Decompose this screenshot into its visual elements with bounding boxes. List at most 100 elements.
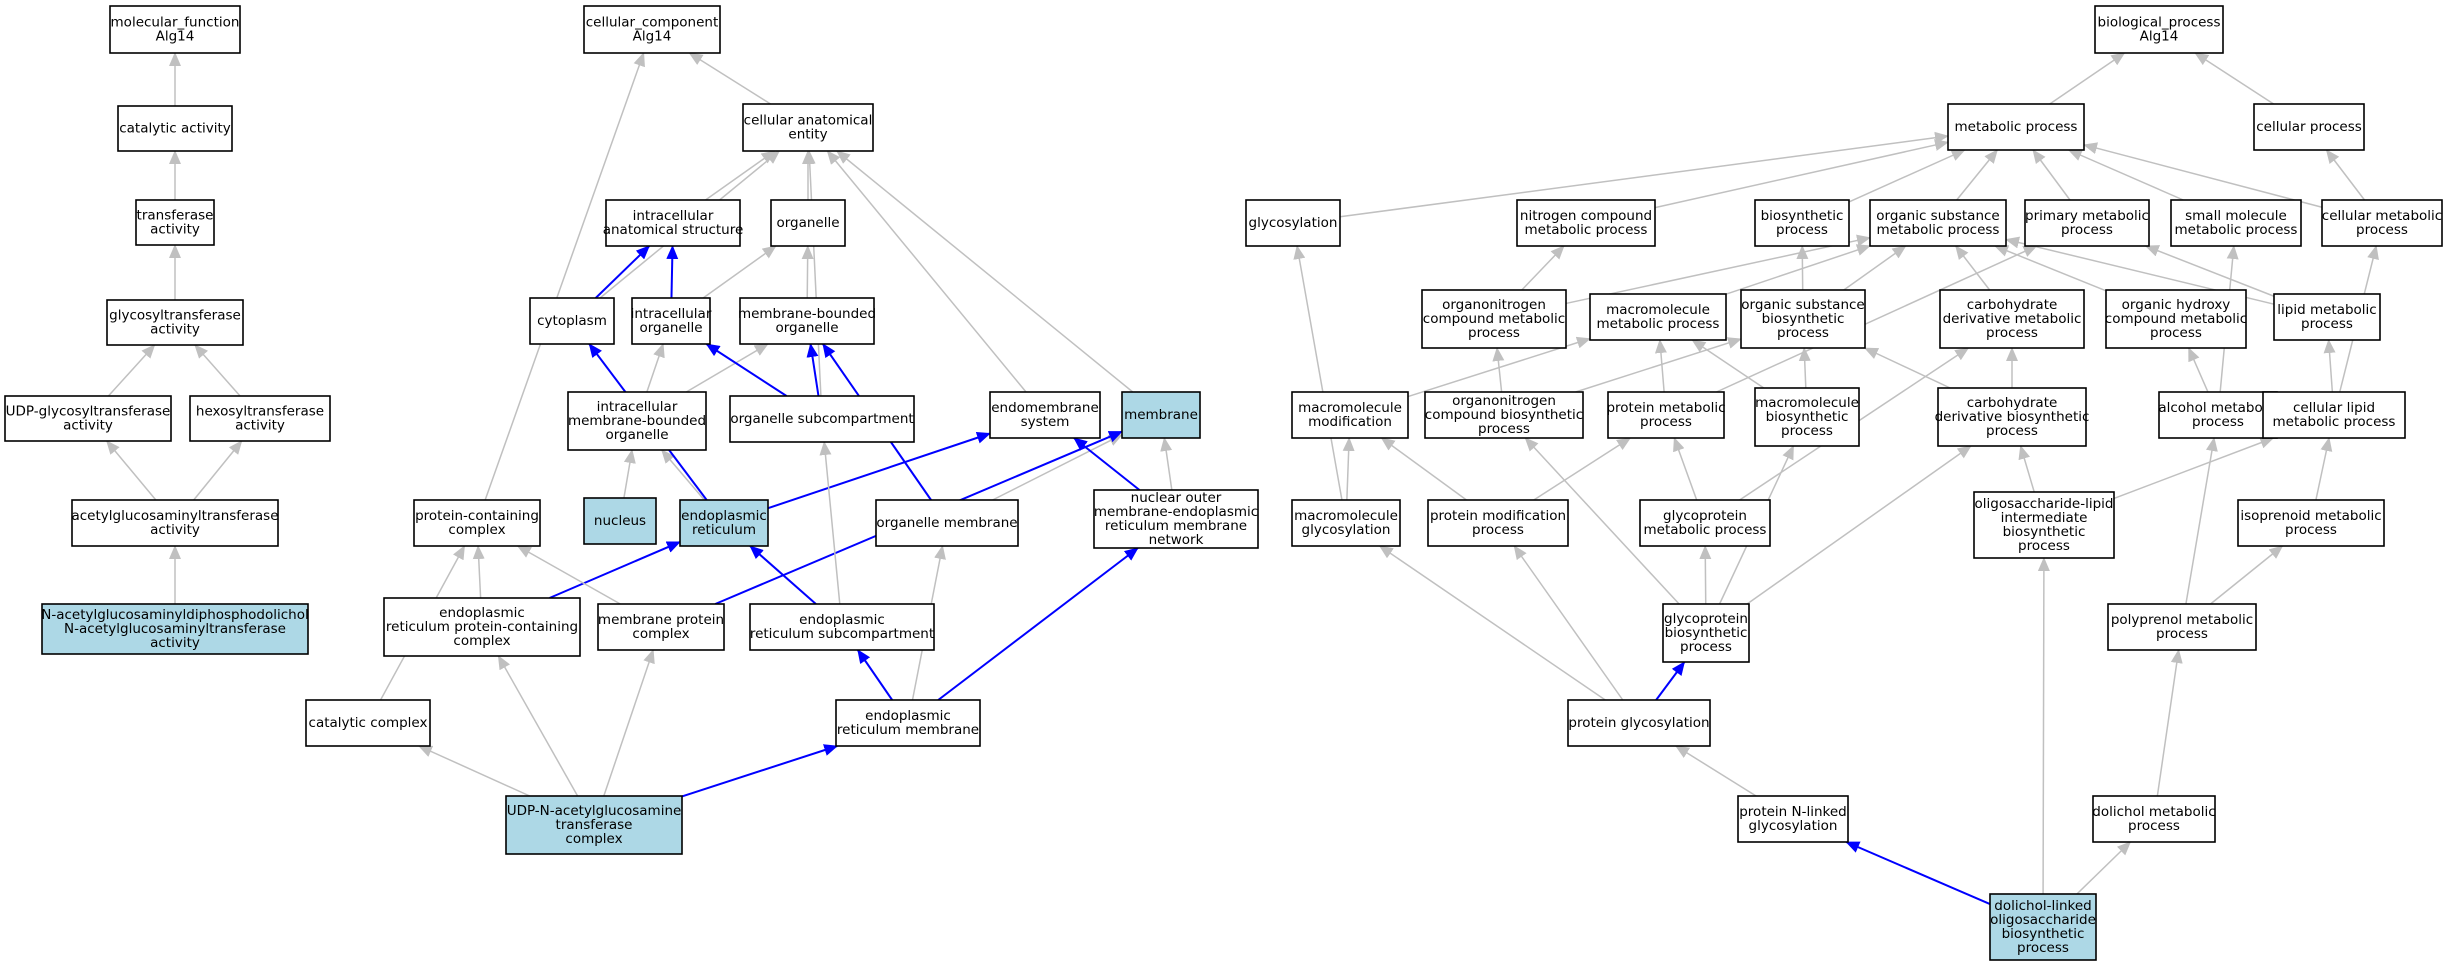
node-label: metabolic process	[1597, 316, 1720, 332]
node-label: glycosylation	[1302, 522, 1391, 538]
node-label: modification	[1308, 414, 1392, 430]
node-label: organelle	[639, 320, 702, 336]
node-box	[1291, 391, 1409, 439]
node-label: process	[1468, 325, 1520, 341]
node-box	[679, 499, 769, 547]
edge-gpmp-to-protmp	[1673, 437, 1698, 501]
node-box	[109, 5, 241, 54]
node-box	[2158, 391, 2278, 439]
node-label: metabolic process	[1644, 522, 1767, 538]
node-box	[1424, 391, 1584, 439]
node-box	[875, 499, 1019, 547]
node-pglyc: protein glycosylation	[1567, 699, 1711, 747]
edge-osub-to-cae	[803, 150, 822, 397]
node-label: process	[2061, 222, 2113, 238]
node-box	[770, 199, 846, 247]
node-label: anatomical structure	[603, 222, 744, 238]
node-box	[71, 499, 279, 547]
node-metabolic: metabolic process	[1947, 103, 2085, 151]
node-label: organelle	[776, 215, 839, 231]
node-label: protein modification	[1430, 508, 1566, 524]
node-label: process	[1781, 423, 1833, 439]
edge-udpnac-to-erpcc	[497, 655, 579, 797]
edge-smmp-to-metabolic	[2067, 149, 2184, 201]
node-label: activity	[150, 635, 200, 651]
edge-pcc-to-cc	[484, 52, 645, 501]
edge-mglyc-to-glycosylation	[1293, 245, 1343, 501]
edge-mbo-to-organelle	[801, 245, 814, 299]
node-label: intracellular	[631, 306, 712, 322]
node-label: compound metabolic	[2105, 311, 2247, 327]
edge-clmp-to-lmp	[2323, 339, 2336, 393]
node-label: process	[2150, 325, 2202, 341]
edge-hexosyl-to-glycosyltransferase	[194, 344, 241, 397]
node-label: UDP-N-acetylglucosamine	[507, 803, 682, 819]
node-label: N-acetylglucosaminyltransferase	[64, 621, 286, 637]
edge-io-to-organelle	[702, 245, 777, 299]
node-label: cellular metabolic	[2322, 208, 2442, 224]
edge-cmp-to-cellular	[2325, 149, 2366, 201]
edge-mbiop-to-mmp	[1691, 339, 1765, 389]
node-box	[1662, 603, 1750, 663]
node-label: intracellular	[597, 399, 678, 415]
edge-er-to-endomem	[767, 431, 991, 510]
node-catcomplex: catalytic complex	[305, 699, 431, 747]
edge-acetylglc-to-hexosyl	[193, 440, 243, 501]
node-box	[4, 395, 172, 442]
edge-dlobp-to-dolmp	[2076, 841, 2132, 895]
edge-cae-to-cc	[688, 52, 771, 105]
edge-osmp-to-metabolic	[1956, 149, 1998, 201]
edge-erpcc-to-er	[549, 540, 681, 599]
node-label: nucleus	[594, 513, 646, 529]
node-label: catalytic complex	[309, 715, 428, 731]
node-label: biosynthetic	[2002, 926, 2085, 942]
edge-pglyc-to-mglyc	[1378, 545, 1606, 701]
node-box	[1639, 499, 1771, 547]
edge-ncmp-to-metabolic	[1654, 139, 1949, 209]
node-box	[2253, 103, 2365, 151]
node-label: intracellular	[633, 208, 714, 224]
node-label: biological_process	[2098, 15, 2221, 31]
node-label: cytoplasm	[537, 313, 607, 329]
node-label: process	[2301, 316, 2353, 332]
edge-oncmp-to-ncmp	[1521, 245, 1565, 291]
edge-isomp-to-clmp	[2315, 437, 2333, 501]
node-box	[749, 603, 935, 651]
node-osub: organelle subcompartment	[729, 395, 915, 443]
edge-dlobp-to-pnglyc	[1845, 841, 1991, 906]
node-box	[505, 795, 683, 855]
edge-gpbp-to-gpmp	[1699, 545, 1712, 605]
node-box	[1589, 293, 1727, 341]
edge-polymp-to-almp	[2185, 437, 2218, 605]
node-label: cellular anatomical	[744, 113, 873, 129]
node-label: protein-containing	[415, 508, 539, 524]
node-label: macromolecule	[1606, 302, 1710, 318]
node-box	[529, 297, 615, 345]
node-box	[1516, 199, 1656, 247]
node-label: protein N-linked	[1739, 804, 1847, 820]
edge-cdbp-to-osbp	[1863, 347, 1951, 389]
node-label: process	[1777, 325, 1829, 341]
node-label: transferase	[556, 817, 633, 833]
node-box	[2273, 293, 2381, 341]
node-box	[1427, 499, 1569, 547]
